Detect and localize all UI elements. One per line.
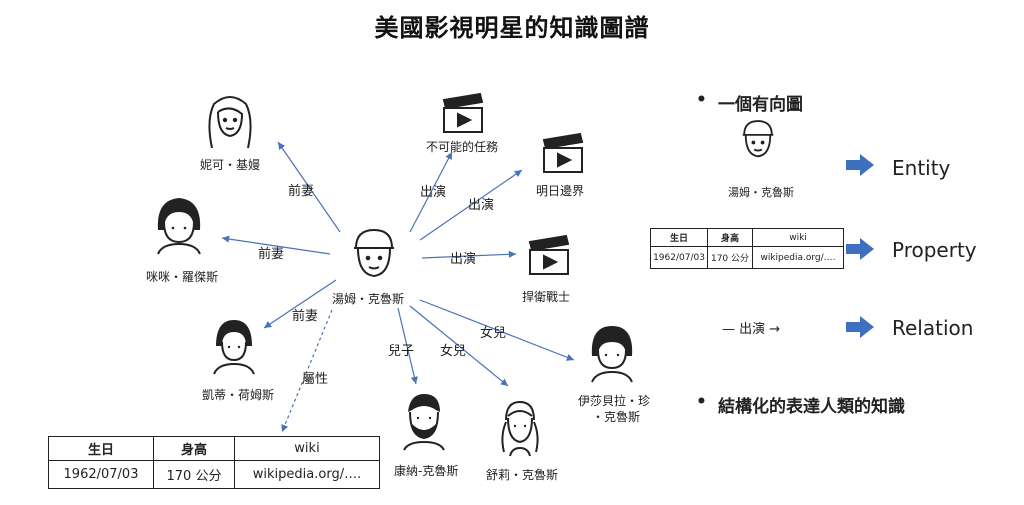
person-name: ・克魯斯	[592, 410, 641, 424]
edge-ex-wife-nicole	[277, 141, 341, 233]
table-header: wiki	[752, 228, 844, 247]
diagram-title: 美國影視明星的知識圖譜	[374, 14, 650, 42]
movie-clapperboard-icon	[442, 92, 484, 133]
man-beard-icon	[403, 394, 445, 451]
person-name: 凱蒂・荷姆斯	[202, 388, 275, 402]
movie-name: 不可能的任務	[426, 140, 499, 154]
man-with-cap-icon	[742, 120, 774, 158]
movie-clapperboard-icon	[542, 132, 584, 173]
woman-short-hair-icon	[157, 198, 201, 255]
person-name: 咪咪・羅傑斯	[146, 270, 219, 284]
edge-daughter-suri	[409, 305, 509, 387]
legend-bullet: 一個有向圖	[696, 90, 803, 115]
legend-entity-name: 湯姆・克魯斯	[728, 186, 794, 199]
edge-son	[397, 307, 418, 385]
person-name: 舒莉・克魯斯	[486, 468, 559, 482]
edge-acted-edge	[419, 169, 523, 241]
relation-label: 前妻	[258, 247, 285, 262]
woman-bob-hair-icon	[213, 320, 255, 375]
table-cell: 1962/07/03	[48, 460, 154, 489]
table-cell: wikipedia.org/….	[752, 246, 844, 269]
person-name: 妮可・基嫚	[200, 158, 261, 172]
movie-clapperboard-icon	[528, 234, 570, 275]
table-cell: 170 公分	[153, 460, 235, 489]
arrow-right-icon	[846, 154, 874, 176]
legend-property-label: Property	[892, 238, 977, 262]
woman-bangs-icon	[591, 326, 633, 383]
movie-name: 明日邊界	[536, 184, 585, 198]
woman-long-hair-icon	[208, 96, 252, 149]
relation-label: 兒子	[388, 344, 415, 359]
table-cell: 170 公分	[707, 246, 753, 269]
arrow-right-icon	[846, 316, 874, 338]
legend-property-table: 生日 身高 wiki 1962/07/03 170 公分 wikipedia.o…	[650, 228, 844, 269]
edge-daughter-isabella	[419, 299, 575, 361]
edge-ex-wife-mimi	[221, 235, 331, 255]
legend-entity-label: Entity	[892, 156, 951, 180]
relation-label: 前妻	[292, 309, 319, 324]
movie-name: 捍衛戰士	[522, 290, 571, 304]
edge-ex-wife-katie	[263, 279, 337, 329]
relation-label: 出演	[468, 198, 495, 213]
person-name: 伊莎貝拉・珍	[578, 394, 651, 408]
relation-label: 前妻	[288, 184, 315, 199]
edge-acted-warrior	[421, 250, 517, 259]
edge-acted-mi	[409, 151, 453, 233]
arrow-right-icon	[846, 238, 874, 260]
table-header: 生日	[650, 228, 708, 247]
person-name: 康納-克魯斯	[394, 464, 459, 478]
table-header: 身高	[707, 228, 753, 247]
property-table: 生日 身高 wiki 1962/07/03 170 公分 wikipedia.o…	[48, 436, 380, 489]
relation-label: 女兒	[440, 344, 467, 359]
table-header: wiki	[234, 436, 380, 461]
table-cell: 1962/07/03	[650, 246, 708, 269]
girl-braids-icon	[501, 400, 539, 457]
relation-label: 出演	[420, 185, 447, 200]
legend-relation-example: — 出演 →	[722, 322, 781, 337]
center-entity-name: 湯姆・克魯斯	[332, 292, 405, 306]
table-header: 生日	[48, 436, 154, 461]
table-cell: wikipedia.org/….	[234, 460, 380, 489]
table-header: 身高	[153, 436, 235, 461]
edge-attribute	[281, 309, 333, 433]
legend-bullet: 結構化的表達人類的知識	[696, 392, 905, 417]
relation-label: 屬性	[302, 372, 329, 387]
man-with-cap-icon	[354, 228, 394, 278]
legend-relation-label: Relation	[892, 316, 974, 340]
relation-label: 女兒	[480, 326, 507, 341]
relation-label: 出演	[450, 252, 477, 267]
